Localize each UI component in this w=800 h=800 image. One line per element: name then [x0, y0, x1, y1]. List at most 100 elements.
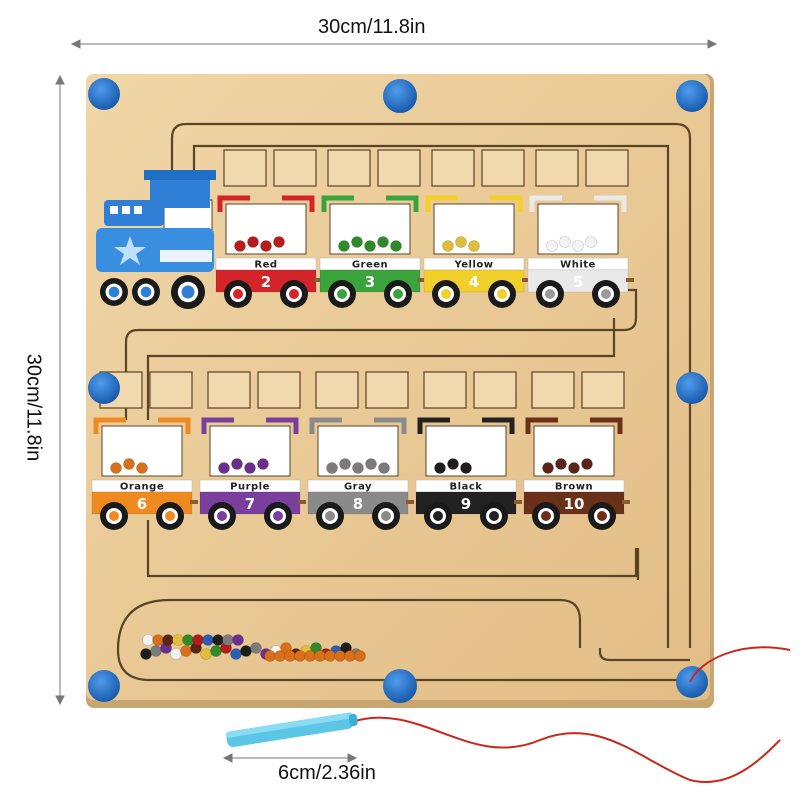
bead[interactable] — [240, 645, 252, 657]
magnetic-pen[interactable] — [225, 646, 791, 783]
car-number: 8 — [353, 495, 363, 513]
bead[interactable] — [344, 650, 356, 662]
bead[interactable] — [455, 236, 467, 248]
car-label: Brown — [555, 482, 593, 493]
bead[interactable] — [230, 648, 242, 660]
bead[interactable] — [273, 236, 285, 248]
dimension-width: 30cm/11.8in — [318, 16, 426, 38]
car-label: Red — [254, 260, 277, 271]
car-number: 5 — [573, 273, 583, 291]
bead[interactable] — [123, 458, 135, 470]
bead[interactable] — [365, 458, 377, 470]
star-icon — [114, 236, 146, 265]
bead[interactable] — [170, 648, 182, 660]
bead[interactable] — [142, 634, 154, 646]
bead[interactable] — [274, 650, 286, 662]
bead[interactable] — [257, 458, 269, 470]
car-number: 2 — [261, 273, 271, 291]
bead[interactable] — [247, 236, 259, 248]
car-number: 10 — [564, 495, 585, 513]
bead[interactable] — [352, 462, 364, 474]
maze-groove — [116, 122, 692, 682]
car-number: 7 — [245, 495, 255, 513]
bead[interactable] — [581, 458, 593, 470]
bead[interactable] — [210, 645, 222, 657]
bead[interactable] — [334, 650, 346, 662]
train-car-purple: Purple 7 — [199, 371, 306, 530]
bead[interactable] — [244, 462, 256, 474]
bead[interactable] — [354, 650, 366, 662]
bead[interactable] — [378, 462, 390, 474]
bead[interactable] — [232, 634, 244, 646]
train-car-yellow: Yellow 4 — [423, 149, 530, 308]
bead[interactable] — [182, 634, 194, 646]
car-label: Purple — [230, 482, 270, 493]
bead[interactable] — [212, 634, 224, 646]
train-car-gray: Gray 8 — [307, 371, 414, 530]
bead[interactable] — [231, 458, 243, 470]
suction-cups — [88, 78, 708, 703]
bead[interactable] — [284, 650, 296, 662]
car-label: Yellow — [453, 260, 493, 271]
bead[interactable] — [568, 462, 580, 474]
bead[interactable] — [264, 650, 276, 662]
bead[interactable] — [324, 650, 336, 662]
bead[interactable] — [218, 462, 230, 474]
car-number: 9 — [461, 495, 471, 513]
bead[interactable] — [294, 650, 306, 662]
bead[interactable] — [192, 634, 204, 646]
bead[interactable] — [180, 645, 192, 657]
bead[interactable] — [202, 634, 214, 646]
bead[interactable] — [377, 236, 389, 248]
bead[interactable] — [468, 240, 480, 252]
bead[interactable] — [542, 462, 554, 474]
bead[interactable] — [200, 648, 212, 660]
bead[interactable] — [390, 240, 402, 252]
bead[interactable] — [250, 642, 262, 654]
bead[interactable] — [555, 458, 567, 470]
car-label: Green — [352, 260, 388, 271]
bead[interactable] — [260, 240, 272, 252]
locomotive — [96, 170, 216, 272]
car-label: Gray — [344, 482, 372, 493]
train-top-row: Blue1Red2Green3Yellow4White5 — [100, 149, 634, 309]
bead[interactable] — [572, 240, 584, 252]
bead[interactable] — [351, 236, 363, 248]
bead[interactable] — [304, 650, 316, 662]
bead[interactable] — [434, 462, 446, 474]
car-number: 3 — [365, 273, 375, 291]
train-car-white: White 5 — [527, 149, 634, 308]
bead[interactable] — [460, 462, 472, 474]
bead[interactable] — [314, 650, 326, 662]
bead[interactable] — [110, 462, 122, 474]
bead[interactable] — [136, 462, 148, 474]
bead[interactable] — [338, 240, 350, 252]
bead[interactable] — [442, 240, 454, 252]
bead[interactable] — [150, 645, 162, 657]
bead[interactable] — [222, 634, 234, 646]
car-number: 6 — [137, 495, 147, 513]
bead[interactable] — [559, 236, 571, 248]
car-label: White — [560, 260, 596, 271]
bead[interactable] — [162, 634, 174, 646]
bead[interactable] — [585, 236, 597, 248]
bead[interactable] — [447, 458, 459, 470]
dimension-pen-length: 6cm/2.36in — [278, 762, 376, 784]
bead[interactable] — [140, 648, 152, 660]
train-car-brown: Brown 10 — [523, 371, 630, 530]
bead[interactable] — [326, 462, 338, 474]
train-car-red: Red 2 — [215, 149, 322, 308]
bead[interactable] — [152, 634, 164, 646]
bead[interactable] — [546, 240, 558, 252]
bead[interactable] — [172, 634, 184, 646]
bead[interactable] — [364, 240, 376, 252]
car-label: Orange — [120, 482, 164, 493]
car-number: 4 — [469, 273, 479, 291]
bead-channel — [140, 634, 366, 662]
bead[interactable] — [339, 458, 351, 470]
dimension-arrows — [55, 39, 718, 763]
bead[interactable] — [234, 240, 246, 252]
